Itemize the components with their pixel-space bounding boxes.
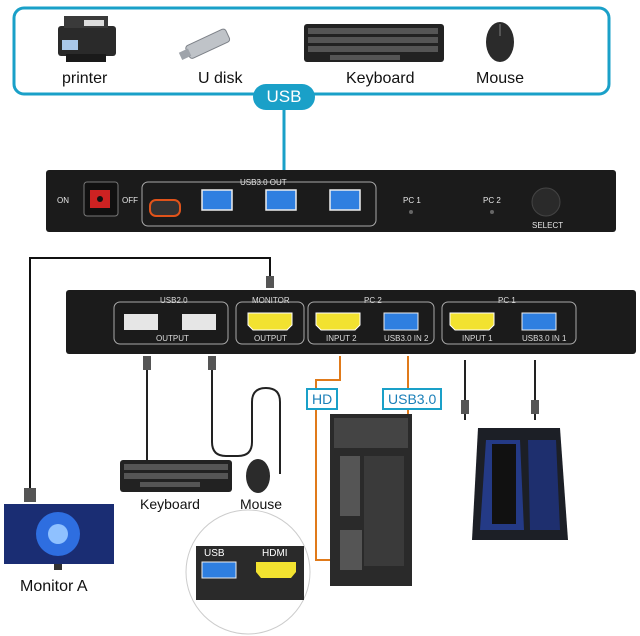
cable-plug bbox=[266, 276, 274, 288]
kvm-front-panel bbox=[46, 170, 616, 232]
keyboard-bottom-label: Keyboard bbox=[140, 496, 200, 512]
usb-output-label: OUTPUT bbox=[156, 334, 189, 343]
hd-tag: HD bbox=[306, 388, 339, 410]
monitor-cable bbox=[29, 257, 271, 496]
input1-label: INPUT 1 bbox=[462, 334, 493, 343]
input2-label: INPUT 2 bbox=[326, 334, 357, 343]
hd-cable bbox=[315, 356, 350, 561]
usbin1-label: USB3.0 IN 1 bbox=[522, 334, 567, 343]
select-label: SELECT bbox=[532, 221, 564, 230]
mouse-top-icon bbox=[486, 22, 514, 62]
monitor-port-label: MONITOR bbox=[252, 296, 290, 305]
keyboard-bottom-icon bbox=[120, 460, 232, 492]
printer-label: printer bbox=[62, 70, 108, 87]
inset-usb-label: USB bbox=[204, 548, 225, 559]
port-closeup-inset bbox=[185, 509, 311, 635]
keyboard-top-icon bbox=[304, 24, 444, 62]
mouse-label: Mouse bbox=[476, 70, 525, 87]
mouse-cable bbox=[211, 362, 281, 474]
printer-icon bbox=[58, 16, 116, 62]
keyboard-label: Keyboard bbox=[346, 70, 415, 87]
usbin2-label: USB3.0 IN 2 bbox=[384, 334, 429, 343]
pc1-tower-icon bbox=[472, 428, 568, 540]
mouse-bottom-label: Mouse bbox=[240, 496, 283, 512]
pc1-led-label: PC 1 bbox=[403, 196, 421, 205]
usb20-label: USB2.0 bbox=[160, 296, 188, 305]
monitor-label: Monitor A bbox=[20, 578, 88, 595]
kvm-back-panel bbox=[66, 290, 636, 354]
udisk-label: U disk bbox=[198, 70, 243, 87]
hdmi-output-label: OUTPUT bbox=[254, 334, 287, 343]
pc2-tower-icon bbox=[330, 414, 412, 586]
pc2-led-label: PC 2 bbox=[483, 196, 501, 205]
usb-out-label: USB3.0 OUT bbox=[240, 178, 287, 187]
monitor-icon bbox=[4, 504, 114, 570]
cable-plug bbox=[24, 488, 36, 502]
power-on-label: ON bbox=[57, 196, 69, 205]
usb-badge: USB bbox=[253, 84, 315, 110]
pc1-group-label: PC 1 bbox=[498, 296, 516, 305]
pc2-group-label: PC 2 bbox=[364, 296, 382, 305]
power-off-label: OFF bbox=[122, 196, 138, 205]
mouse-bottom-icon bbox=[246, 459, 270, 493]
inset-hdmi-label: HDMI bbox=[262, 548, 288, 559]
usb30-tag: USB3.0 bbox=[382, 388, 443, 410]
udisk-icon bbox=[178, 28, 231, 61]
